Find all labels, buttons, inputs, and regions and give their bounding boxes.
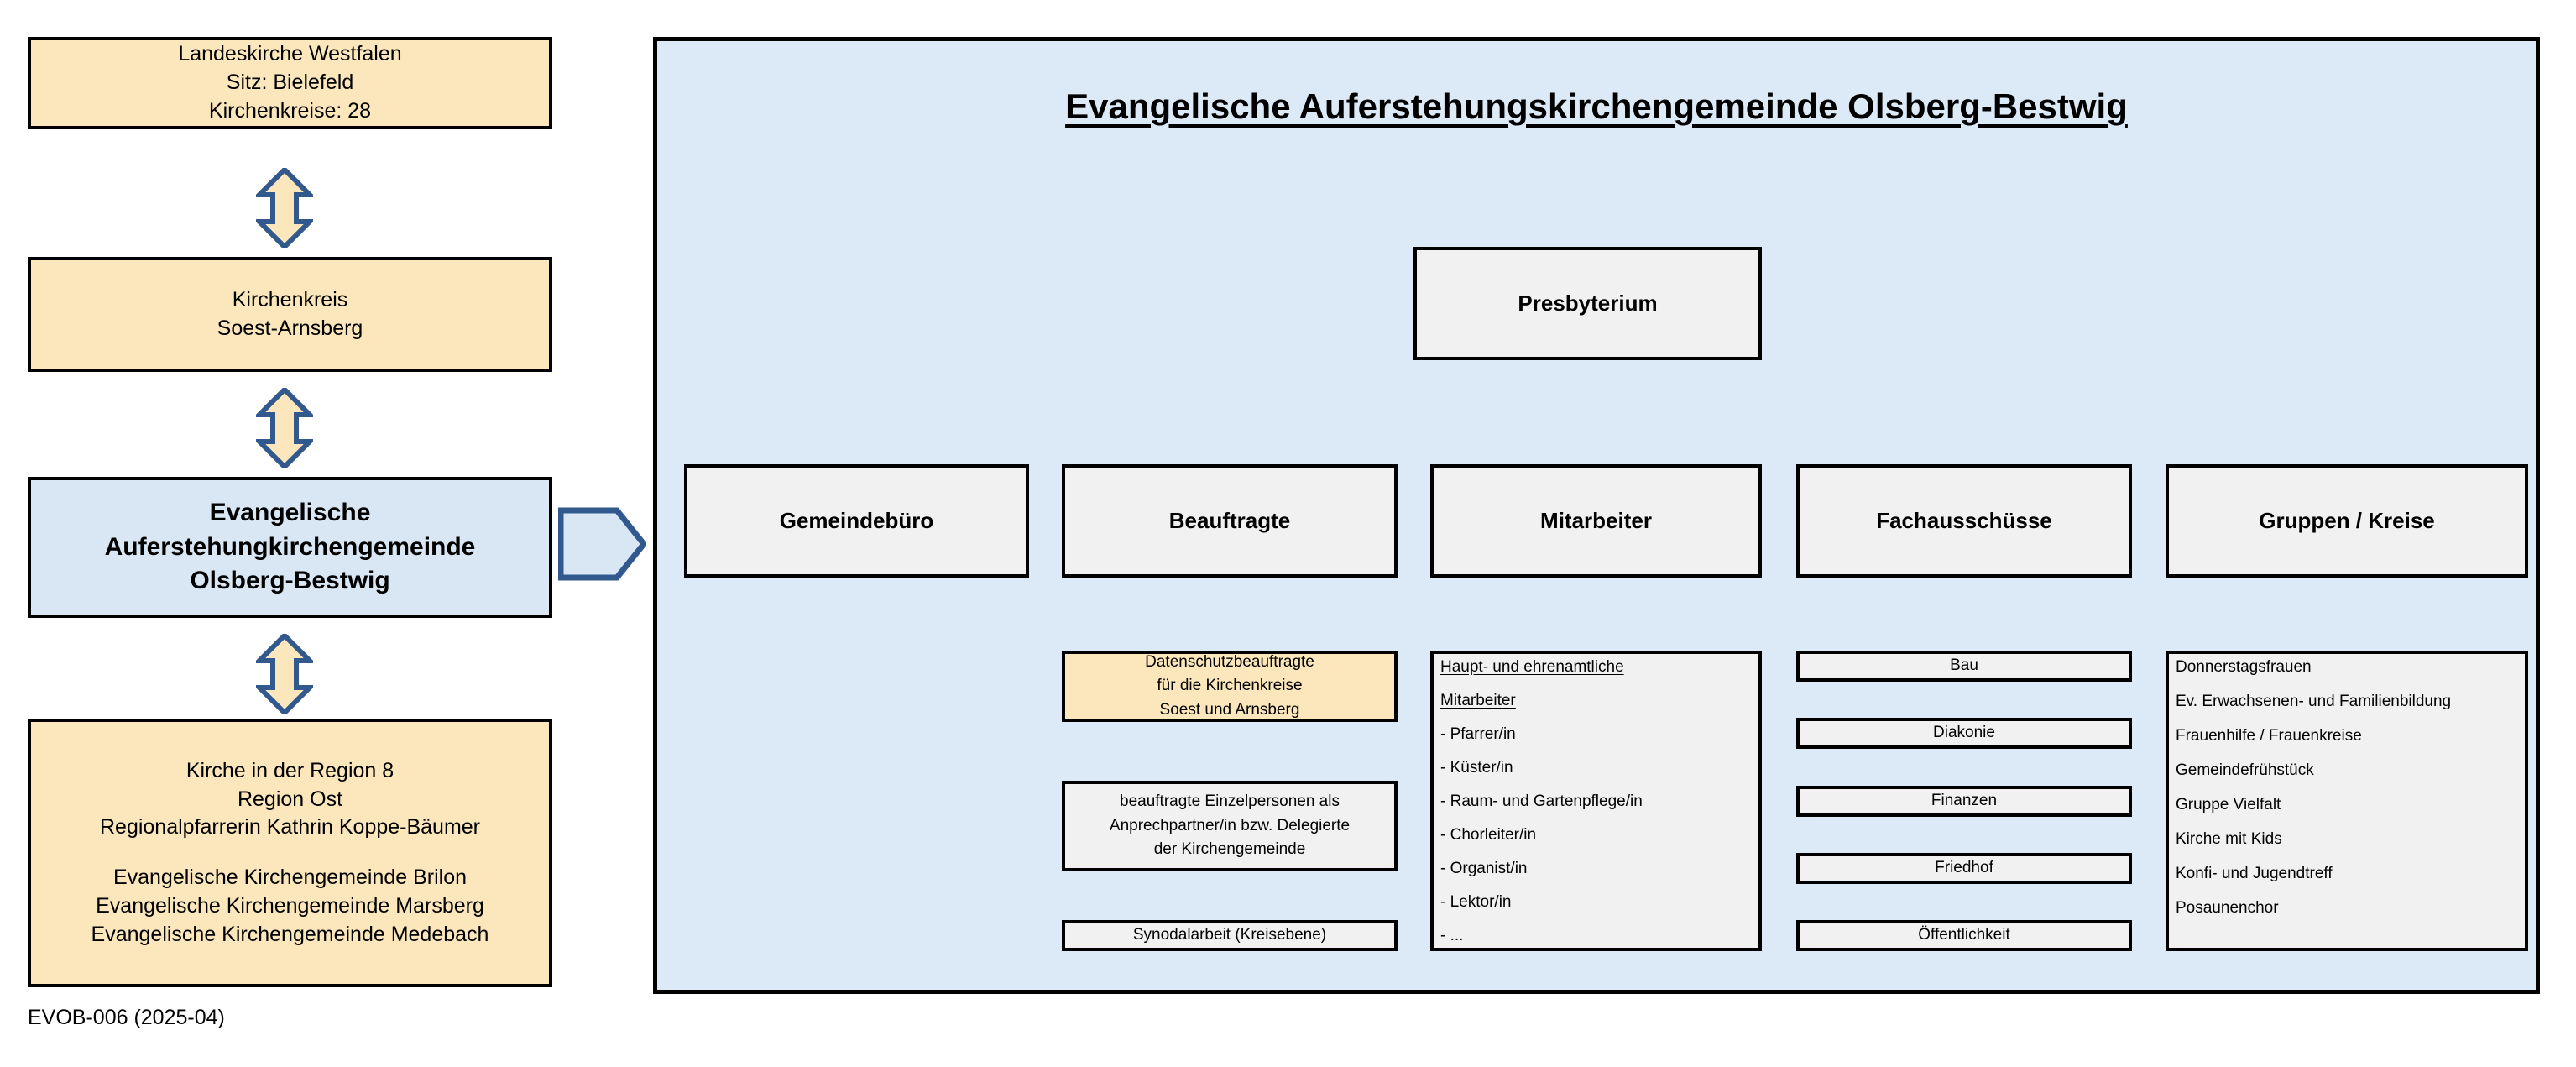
landeskirche-line-3: Kirchenkreise: 28 [208,98,372,123]
presbyterium-box: Presbyterium [1413,247,1762,360]
mitarbeiter-list-box: Haupt- und ehrenamtliche Mitarbeiter - P… [1430,651,1762,951]
fachausschuss-label: Finanzen [1931,792,1998,810]
category-gruppen-kreise: Gruppen / Kreise [2166,464,2528,578]
region-line-3: Regionalpfarrerin Kathrin Koppe-Bäumer [99,815,481,839]
document-code-label: EVOB-006 (2025-04) [28,1006,225,1029]
gruppen-item: Frauenhilfe / Frauenkreise [2176,727,2362,745]
gruppen-item: Gruppe Vielfalt [2176,796,2281,813]
datenschutz-line-3: Soest und Arnsberg [1159,700,1300,719]
region-line-1: Kirche in der Region 8 [185,758,394,782]
gemeinde-box: Evangelische Auferstehungkirchengemeinde… [28,477,552,618]
category-label: Mitarbeiter [1540,507,1652,533]
gruppen-item: Konfi- und Jugendtreff [2176,865,2333,882]
right-arrow-icon [558,507,646,581]
kirchenkreis-line-1: Kirchenkreis [232,287,348,311]
fachausschuss-label: Diakonie [1933,724,1995,742]
mitarbeiter-item: - Raum- und Gartenpflege/in [1440,792,1643,810]
kirchenkreis-box: Kirchenkreis Soest-Arnsberg [28,257,552,372]
mitarbeiter-item: - Chorleiter/in [1440,826,1537,844]
region-gemeinde-2: Evangelische Kirchengemeinde Marsberg [96,893,484,918]
fachausschuss-label: Bau [1950,656,1978,675]
category-label: Gemeindebüro [779,507,934,533]
gruppen-item: Kirche mit Kids [2176,830,2282,848]
region-gemeinde-1: Evangelische Kirchengemeinde Brilon [112,866,468,889]
landeskirche-line-2: Sitz: Bielefeld [226,71,354,95]
einzelpersonen-line-2: Anprechpartner/in bzw. Delegierte [1109,816,1351,834]
mitarbeiter-item: - Pfarrer/in [1440,725,1516,743]
category-beauftragte: Beauftragte [1062,464,1398,578]
gruppen-item: Gemeindefrühstück [2176,761,2314,779]
einzelpersonen-line-3: der Kirchengemeinde [1153,840,1306,859]
mitarbeiter-heading-2: Mitarbeiter [1440,692,1516,709]
einzelpersonen-line-1: beauftragte Einzelpersonen als [1120,792,1340,811]
double-arrow-icon [256,168,313,248]
kirchenkreis-line-2: Soest-Arnsberg [217,316,363,340]
region-box: Kirche in der Region 8 Region Ost Region… [28,719,552,987]
gemeinde-line-1: Evangelische [209,499,371,527]
category-label: Beauftragte [1168,507,1291,533]
mitarbeiter-item: - Lektor/in [1440,893,1512,911]
region-line-2: Region Ost [237,787,343,811]
fachausschuss-label: Friedhof [1935,859,1993,877]
datenschutz-line-1: Datenschutzbeauftragte [1145,652,1314,671]
category-label: Fachausschüsse [1876,507,2052,533]
fachausschuss-bau: Bau [1796,651,2132,682]
gruppen-kreise-list-box: Donnerstagsfrauen Ev. Erwachsenen- und F… [2166,651,2528,951]
beauftragte-einzelpersonen-box: beauftragte Einzelpersonen als Anprechpa… [1062,781,1398,871]
page-title: Evangelische Auferstehungskirchengemeind… [1065,86,2128,126]
fachausschuss-finanzen: Finanzen [1796,786,2132,817]
mitarbeiter-item: - Küster/in [1440,759,1513,777]
fachausschuss-label: Öffentlichkeit [1918,926,2010,944]
gruppen-item: Posaunenchor [2176,899,2279,917]
double-arrow-icon [256,388,313,468]
mitarbeiter-item: - Organist/in [1440,860,1528,877]
mitarbeiter-item: - ... [1440,927,1464,944]
synodalarbeit-box: Synodalarbeit (Kreisebene) [1062,920,1398,951]
region-gemeinde-3: Evangelische Kirchengemeinde Medebach [91,922,489,946]
gemeinde-line-3: Olsberg-Bestwig [190,567,390,595]
mitarbeiter-heading-1: Haupt- und ehrenamtliche [1440,658,1624,676]
gruppen-item: Ev. Erwachsenen- und Familienbildung [2176,693,2452,710]
landeskirche-line-1: Landeskirche Westfalen [178,42,402,66]
datenschutzbeauftragte-box: Datenschutzbeauftragte für die Kirchenkr… [1062,651,1398,722]
hierarchy-column: Landeskirche Westfalen Sitz: Bielefeld K… [0,0,646,1067]
double-arrow-icon [256,634,313,714]
landeskirche-box: Landeskirche Westfalen Sitz: Bielefeld K… [28,37,552,129]
category-gemeindebuero: Gemeindebüro [684,464,1029,578]
gruppen-item: Donnerstagsfrauen [2176,658,2312,676]
datenschutz-line-2: für die Kirchenkreise [1157,677,1303,695]
category-label: Gruppen / Kreise [2259,507,2435,533]
fachausschuss-oeffentlichkeit: Öffentlichkeit [1796,920,2132,951]
gemeinde-line-2: Auferstehungkirchengemeinde [104,532,476,561]
fachausschuss-diakonie: Diakonie [1796,718,2132,749]
presbyterium-label: Presbyterium [1518,290,1658,316]
fachausschuss-friedhof: Friedhof [1796,853,2132,884]
synodalarbeit-label: Synodalarbeit (Kreisebene) [1132,926,1327,944]
category-fachausschuesse: Fachausschüsse [1796,464,2132,578]
category-mitarbeiter: Mitarbeiter [1430,464,1762,578]
